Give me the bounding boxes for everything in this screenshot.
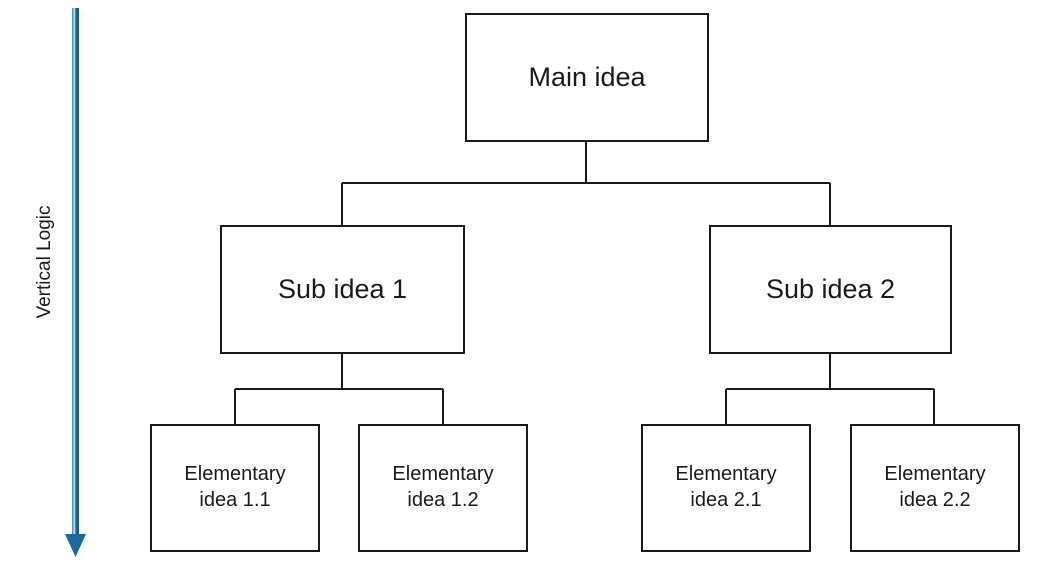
node-elementary-idea-2-2[interactable]: Elementary idea 2.2	[850, 424, 1020, 552]
node-elementary-idea-1-1-label: Elementary idea 1.1	[184, 463, 286, 511]
node-main-idea[interactable]: Main idea	[465, 13, 709, 142]
node-elementary-idea-2-1-label: Elementary idea 2.1	[675, 463, 777, 511]
connector-sub2-to-elementary	[724, 354, 936, 424]
connector-sub1-to-elementary	[233, 354, 445, 424]
vertical-logic-label: Vertical Logic	[34, 205, 55, 319]
vertical-logic-arrow	[65, 8, 86, 557]
node-elementary-idea-1-2-label: Elementary idea 1.2	[392, 463, 494, 511]
node-elementary-idea-2-1[interactable]: Elementary idea 2.1	[641, 424, 811, 552]
connector-main-to-subs	[340, 142, 832, 225]
node-sub-idea-1[interactable]: Sub idea 1	[220, 225, 465, 354]
node-sub-idea-2[interactable]: Sub idea 2	[709, 225, 952, 354]
node-sub-idea-1-label: Sub idea 1	[277, 274, 408, 305]
node-main-idea-label: Main idea	[528, 62, 646, 93]
node-elementary-idea-1-2[interactable]: Elementary idea 1.2	[358, 424, 528, 552]
node-elementary-idea-1-1[interactable]: Elementary idea 1.1	[150, 424, 320, 552]
node-elementary-idea-2-2-label: Elementary idea 2.2	[884, 463, 986, 511]
node-sub-idea-2-label: Sub idea 2	[765, 274, 896, 305]
